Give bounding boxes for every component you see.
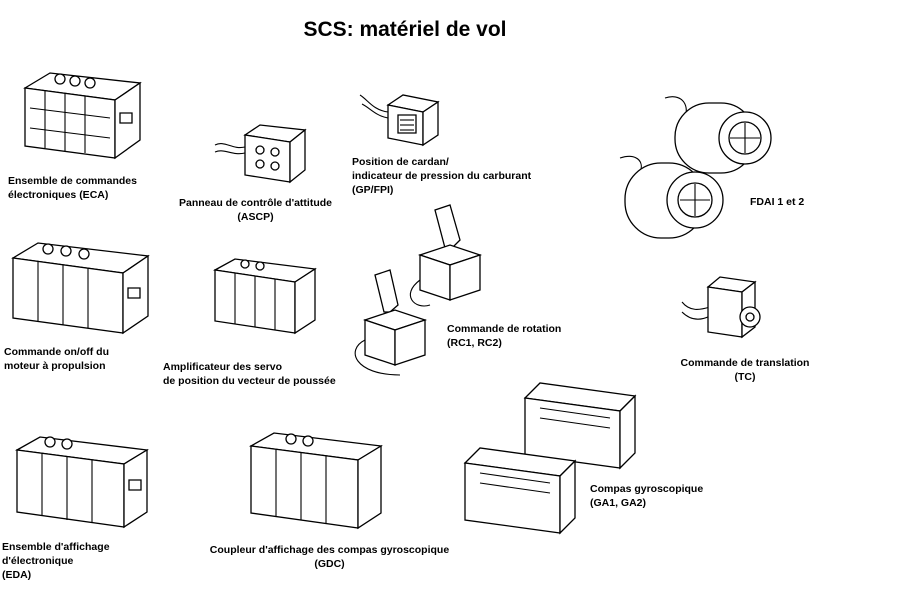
gyro-package-icon	[460, 378, 640, 538]
translation-handle-icon	[680, 272, 775, 347]
gdc-caption: Coupleur d'affichage des compas gyroscop…	[209, 544, 450, 570]
rc-caption: Commande de rotation(RC1, RC2)	[447, 323, 562, 349]
tc-caption: Commande de translation(TC)	[680, 357, 810, 383]
attitude-ball-icon	[610, 88, 775, 248]
gdc-box-icon	[246, 428, 386, 533]
page-title: SCS: matériel de vol	[303, 18, 507, 41]
fdai-caption: FDAI 1 et 2	[750, 196, 805, 208]
eda-box-icon	[12, 432, 152, 532]
eca-box-icon	[20, 68, 145, 163]
onoff-box-icon	[8, 238, 153, 338]
control-panel-icon	[210, 120, 310, 185]
indicator-gauge-icon	[358, 90, 443, 150]
ga-caption: Compas gyroscopique(GA1, GA2)	[590, 483, 704, 509]
joystick-icon	[340, 200, 500, 385]
tvsa-box-icon	[210, 255, 320, 337]
ascp-caption: Panneau de contrôle d'attitude(ASCP)	[178, 197, 332, 223]
gpfpi-caption: Position de cardan/indicateur de pressio…	[352, 156, 532, 196]
